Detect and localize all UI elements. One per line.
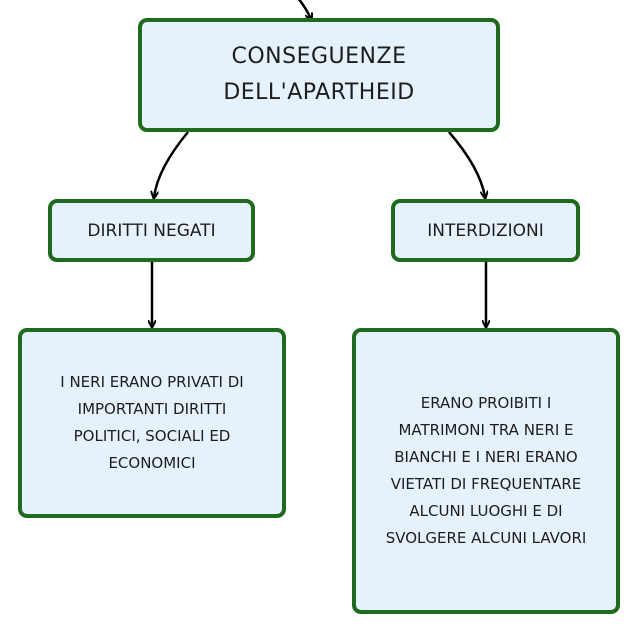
node-diritti-negati[interactable]: DIRITTI NEGATI <box>48 199 255 262</box>
root-node-line-1: CONSEGUENZE <box>231 44 407 69</box>
node-interdizioni[interactable]: INTERDIZIONI <box>391 199 580 262</box>
incoming-connector <box>297 0 311 19</box>
description-text: ERANO PROIBITI I MATRIMONI TRA NERI E BI… <box>386 390 587 552</box>
description-line: I NERI ERANO PRIVATI DI <box>60 373 244 391</box>
description-text: I NERI ERANO PRIVATI DI IMPORTANTI DIRIT… <box>60 369 243 477</box>
node-interdizioni-label: INTERDIZIONI <box>427 220 544 241</box>
description-line: ERANO PROIBITI I <box>420 394 552 412</box>
description-line: SVOLGERE ALCUNI LAVORI <box>385 529 587 547</box>
connector-root-to-left <box>154 131 189 197</box>
connector-root-to-right <box>448 131 485 197</box>
description-line: POLITICI, SOCIALI ED <box>73 427 231 445</box>
node-diritti-negati-description[interactable]: I NERI ERANO PRIVATI DI IMPORTANTI DIRIT… <box>18 328 286 518</box>
description-line: BIANCHI E I NERI ERANO <box>394 448 578 466</box>
root-node-text: CONSEGUENZE DELL'APARTHEID <box>223 39 414 111</box>
description-line: ECONOMICI <box>108 454 196 472</box>
description-line: VIETATI DI FREQUENTARE <box>390 475 582 493</box>
description-line: ALCUNI LUOGHI E DI <box>409 502 563 520</box>
description-line: MATRIMONI TRA NERI E <box>398 421 574 439</box>
root-node-line-2: DELL'APARTHEID <box>223 80 415 105</box>
root-node-conseguenze[interactable]: CONSEGUENZE DELL'APARTHEID <box>138 18 500 132</box>
node-diritti-negati-label: DIRITTI NEGATI <box>87 220 216 241</box>
description-line: IMPORTANTI DIRITTI <box>77 400 227 418</box>
node-interdizioni-description[interactable]: ERANO PROIBITI I MATRIMONI TRA NERI E BI… <box>352 328 620 614</box>
